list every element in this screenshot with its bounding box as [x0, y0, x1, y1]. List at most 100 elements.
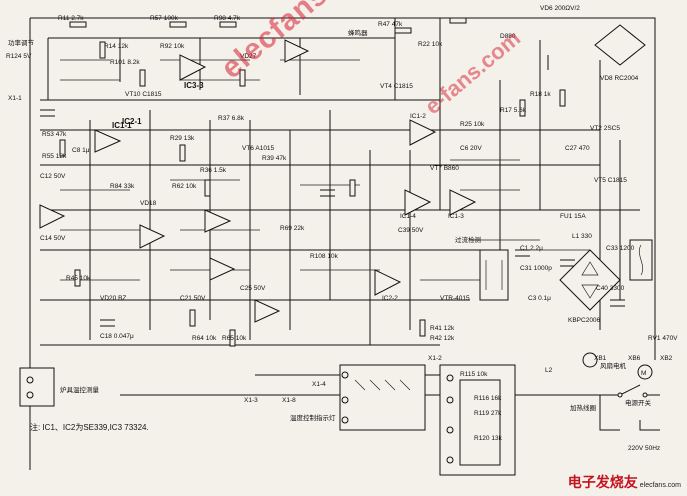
component-label: VD20 BZ — [100, 295, 126, 302]
component-label: X1-3 — [244, 397, 258, 404]
component-label: R42 12k — [430, 335, 455, 342]
component-label: X1-4 — [312, 381, 326, 388]
component-label: R18 1k — [530, 91, 551, 98]
text-labels: 功率调节 炉具温控测量 温度控制指示灯 加热线圈 风扇电机 电源开关 蜂鸣器 过… — [6, 5, 678, 452]
ic2-2-label: IC2-2 — [382, 295, 398, 302]
component-label: R57 100k — [150, 15, 179, 22]
heating-coil-label: 加热线圈 — [570, 403, 596, 412]
component-label: FU1 15A — [560, 213, 586, 220]
component-label: C21 50V — [180, 295, 206, 302]
component-label: X1-1 — [8, 95, 22, 102]
component-label: R45 10k — [66, 275, 91, 282]
component-label: R101 8.2k — [110, 59, 140, 66]
furnace-temp-label: 炉具温控测量 — [60, 385, 100, 394]
component-label: R65 10k — [222, 335, 247, 342]
component-label: R98 4.7k — [214, 15, 241, 22]
igbt-label: VT2 2SC5 — [590, 125, 620, 132]
op-amps — [39, 39, 477, 323]
component-label: R69 22k — [280, 225, 305, 232]
component-label: R115 10k — [460, 371, 488, 378]
kbpc-label: KBPC2006 — [568, 317, 601, 324]
component-label: R92 10k — [160, 43, 185, 50]
component-label: R116 16k — [474, 395, 502, 402]
component-label: R29 13k — [170, 135, 195, 142]
component-label: C27 470 — [565, 145, 590, 152]
component-label: C8 1μ — [72, 147, 90, 154]
component-label: R25 10k — [460, 121, 485, 128]
component-label: XB1 — [594, 355, 607, 362]
component-label: C31 1000p — [520, 265, 552, 272]
component-label: R84 33k — [110, 183, 135, 190]
bridge-rectifiers — [559, 24, 646, 311]
component-label: R22 10k — [418, 41, 443, 48]
component-label: C14 50V — [40, 235, 66, 242]
ic3-label: IC3-3 — [184, 81, 204, 90]
d880-label: D880 — [500, 33, 516, 40]
component-label: VT7 B860 — [430, 165, 459, 172]
component-label: C40 3300 — [596, 285, 625, 292]
component-label: X1-8 — [282, 397, 296, 404]
component-label: XB6 — [628, 355, 641, 362]
component-label: R119 27k — [474, 410, 502, 417]
component-label: XB2 — [660, 355, 673, 362]
component-label: R37 6.8k — [218, 115, 245, 122]
component-label: R41 12k — [430, 325, 455, 332]
pan-detect-label: 过流检测 — [455, 235, 482, 244]
component-label: R55 12k — [42, 153, 67, 160]
brand-url: elecfans.com — [639, 482, 681, 489]
component-label: C39 50V — [398, 227, 424, 234]
fan-label: 风扇电机 — [600, 361, 627, 370]
component-label: L2 — [545, 367, 553, 374]
component-label: R39 47k — [262, 155, 287, 162]
ic-note: 注: IC1、IC2为SE339,IC3 73324. — [30, 423, 149, 432]
component-label: C25 50V — [240, 285, 266, 292]
component-label: R124 5V — [6, 53, 32, 60]
component-label: C6 20V — [460, 145, 482, 152]
rc2004-label: VD8 RC2004 — [600, 75, 639, 82]
component-label: C33 1200 — [606, 245, 635, 252]
power-switch-label: 电源开关 — [625, 398, 652, 407]
component-label: R36 1.5k — [200, 167, 227, 174]
brand-name: 电子发烧友 — [567, 474, 638, 490]
component-label: R53 47k — [42, 131, 67, 138]
component-label: R62 10k — [172, 183, 197, 190]
component-label: C1 2.2μ — [520, 245, 543, 252]
component-label: VD18 — [140, 200, 157, 207]
svg-text:M: M — [641, 370, 646, 377]
power-adjust-label: 功率调节 — [8, 38, 35, 47]
temp-ctrl-lamp-label: 温度控制指示灯 — [290, 413, 336, 422]
component-label: VD27 — [240, 53, 257, 60]
component-label: C18 0.047μ — [100, 333, 134, 340]
component-label: R17 5.6k — [500, 107, 527, 114]
ic-tc2-label: IC2-1 — [122, 117, 142, 126]
vtr-label: VTR-4015 — [440, 295, 470, 302]
component-label: VT5 C1815 — [594, 177, 627, 184]
component-label: R47 47k — [378, 21, 403, 28]
component-label: C3 0.1μ — [528, 295, 551, 302]
power-switch — [599, 384, 660, 431]
buzzer-label: 蜂鸣器 — [348, 28, 368, 37]
component-label: C12 50V — [40, 173, 66, 180]
ic1-2-label: IC1-2 — [410, 113, 426, 120]
component-label: VT4 C1815 — [380, 83, 413, 90]
component-label: R120 13k — [474, 435, 503, 442]
component-label: R14 12k — [104, 43, 129, 50]
ic-tc1-label: IC1-1 — [112, 121, 132, 130]
component-label: L1 330 — [572, 233, 592, 240]
capacitors — [40, 55, 625, 327]
heating-coil-assembly: M — [479, 239, 653, 380]
mains-label: 220V 50Hz — [628, 445, 660, 452]
ic1-4-label: IC1-4 — [400, 213, 416, 220]
component-label: R11 2.7k — [58, 15, 84, 22]
connectors — [19, 364, 516, 476]
component-label: R64 10k — [192, 335, 217, 342]
vd6-label: VD6 200ΩV/2 — [540, 5, 580, 12]
component-label: VT10 C1815 — [125, 91, 162, 98]
component-label: R108 10k — [310, 253, 339, 260]
component-label: RV1 470V — [648, 335, 678, 342]
ic1-3-label: IC1-3 — [448, 213, 464, 220]
component-label: VT6 A1015 — [242, 145, 275, 152]
component-label: X1-2 — [428, 355, 442, 362]
